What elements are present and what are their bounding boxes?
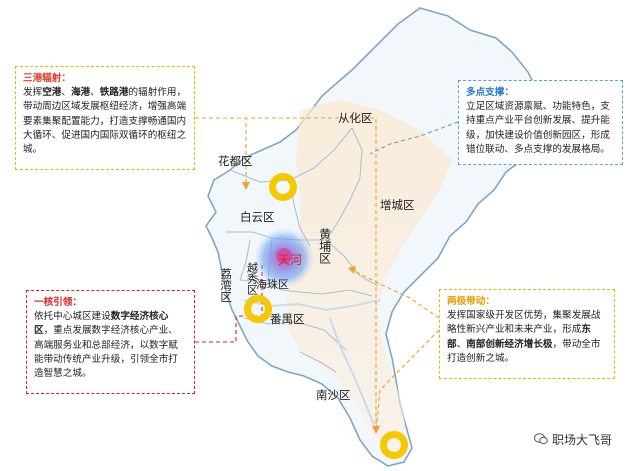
district-label-huadu: 花都区 bbox=[218, 154, 253, 168]
district-label-zengcheng: 增城区 bbox=[380, 198, 415, 212]
watermark: 职场大飞哥 bbox=[534, 431, 612, 448]
connector-multi bbox=[369, 121, 459, 155]
watermark-text: 职场大飞哥 bbox=[552, 433, 613, 447]
three-ports-title: 三港辐射： bbox=[23, 73, 71, 84]
three-ports-text: 发挥空港、海港、铁路港的辐射作用，带动周边区域发展枢纽经济，增强高端要素集聚配置… bbox=[23, 87, 187, 156]
two-poles-text: 发挥国家级开发区优势，集聚发展战略性新兴产业和未来产业，形成东部、南部创新经济增… bbox=[447, 310, 601, 364]
connector-ports-nansha bbox=[195, 117, 377, 430]
three-ports-box: 三港辐射： 发挥空港、海港、铁路港的辐射作用，带动周边区域发展枢纽经济，增强高端… bbox=[15, 66, 195, 170]
district-label-huangpu: 黄埔区 bbox=[317, 228, 332, 264]
district-label-conghua: 从化区 bbox=[338, 111, 373, 125]
connector-two-south bbox=[375, 329, 440, 431]
connector-two-east bbox=[351, 269, 440, 319]
district-label-baiyun: 白云区 bbox=[240, 210, 275, 224]
district-label-nansha: 南沙区 bbox=[316, 388, 351, 402]
district-label-liwan: 荔湾区 bbox=[219, 268, 234, 303]
airport-ring-icon bbox=[269, 173, 297, 201]
district-label-panyu: 番禺区 bbox=[270, 312, 305, 326]
one-core-title: 一核引领： bbox=[34, 297, 82, 308]
multi-point-title: 多点支撑： bbox=[466, 87, 514, 98]
district-label-yuexiu: 越秀区 bbox=[245, 262, 259, 295]
district-label-tianhe: 天河 bbox=[278, 253, 303, 267]
multi-point-box: 多点支撑： 立足区域资源禀赋、功能特色，支持重点产业平台创新发展、提升能级，加快… bbox=[458, 80, 623, 165]
district-label-haizhu: 海珠区 bbox=[256, 278, 289, 291]
connector-core bbox=[195, 262, 263, 343]
one-core-box: 一核引领： 依托中心城区建设数字经济核心区，重点发展数字经济核心产业、高端服务业… bbox=[26, 290, 195, 394]
multi-point-text: 立足区域资源禀赋、功能特色，支持重点产业平台创新发展、提升能级，加快建设价值创新… bbox=[466, 101, 610, 155]
connector-lines bbox=[195, 117, 459, 431]
one-core-text: 依托中心城区建设数字经济核心区，重点发展数字经济核心产业、高端服务业和总部经济，… bbox=[34, 311, 178, 380]
core-center bbox=[276, 248, 292, 264]
two-poles-box: 两极带动： 发挥国家级开发区优势，集聚发展战略性新兴产业和未来产业，形成东部、南… bbox=[439, 289, 615, 379]
connector-arrowheads bbox=[242, 182, 380, 434]
two-poles-title: 两极带动： bbox=[447, 296, 495, 307]
wechat-icon bbox=[534, 433, 548, 445]
seaport-ring-icon bbox=[380, 431, 408, 459]
railport-ring-icon bbox=[244, 295, 272, 323]
